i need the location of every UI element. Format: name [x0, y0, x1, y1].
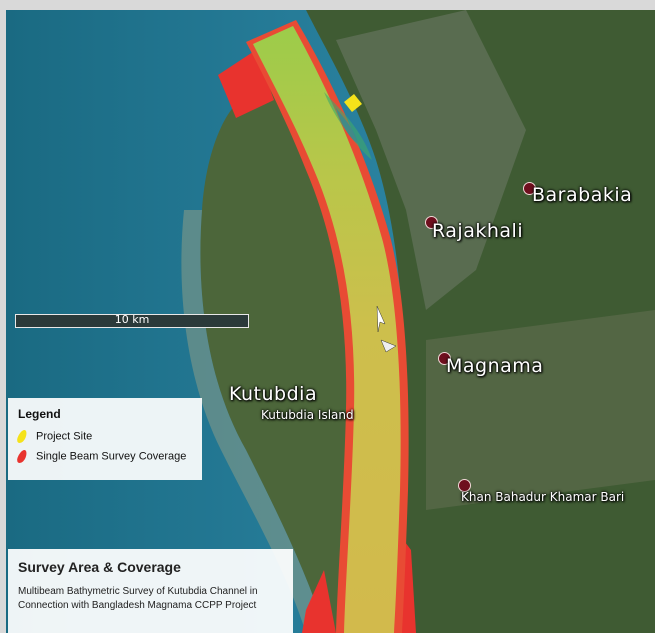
magnama-dot[interactable] — [438, 352, 451, 365]
channel-deep-green — [324, 92, 372, 160]
legend-item-single-beam: Single Beam Survey Coverage — [15, 450, 187, 463]
info-subtitle-line-1: Multibeam Bathymetric Survey of Kutubdia… — [18, 586, 258, 597]
barabakia-dot[interactable] — [523, 182, 536, 195]
channel-multibeam-fill — [253, 26, 401, 633]
project-site-swatch-icon — [15, 430, 29, 443]
khan-bahadur-dot[interactable] — [458, 479, 471, 492]
info-title: Survey Area & Coverage — [18, 559, 181, 575]
legend-item-project-site: Project Site — [15, 430, 93, 443]
info-subtitle-line-2: Connection with Bangladesh Magnama CCPP … — [18, 600, 257, 611]
place-label-barabakia: Barabakia — [532, 184, 633, 206]
legend-box: Legend Project Site Single Beam Survey C… — [8, 398, 202, 480]
place-label-khan-bahadur-khamar-bari: Khan Bahadur Khamar Bari — [461, 490, 625, 504]
info-box: Survey Area & Coverage Multibeam Bathyme… — [8, 549, 293, 633]
kutubdia-island — [200, 88, 351, 633]
rajakhali-dot[interactable] — [425, 216, 438, 229]
island-shore — [181, 210, 326, 633]
satellite-map[interactable] — [6, 10, 655, 633]
place-label-magnama: Magnama — [446, 355, 544, 377]
single-beam-swatch-icon — [15, 450, 29, 463]
mainland-urban — [336, 10, 526, 310]
vessel-marker — [376, 305, 386, 333]
vessel-marker-2 — [380, 339, 397, 353]
scale-label: 10 km — [114, 313, 150, 326]
legend-label: Single Beam Survey Coverage — [36, 450, 187, 463]
single-beam-coverage-south — [302, 570, 336, 633]
map-frame: Barabakia Rajakhali Magnama Kutubdia Kut… — [6, 10, 655, 633]
legend-title: Legend — [18, 407, 61, 421]
legend-label: Project Site — [36, 430, 93, 443]
scale-bar: 10 km — [15, 313, 249, 328]
place-label-rajakhali: Rajakhali — [432, 220, 524, 242]
place-label-kutubdia-island: Kutubdia Island — [261, 408, 354, 422]
mainland-fields — [426, 310, 655, 510]
project-site-marker[interactable] — [344, 94, 362, 112]
place-label-kutubdia: Kutubdia — [229, 383, 318, 405]
